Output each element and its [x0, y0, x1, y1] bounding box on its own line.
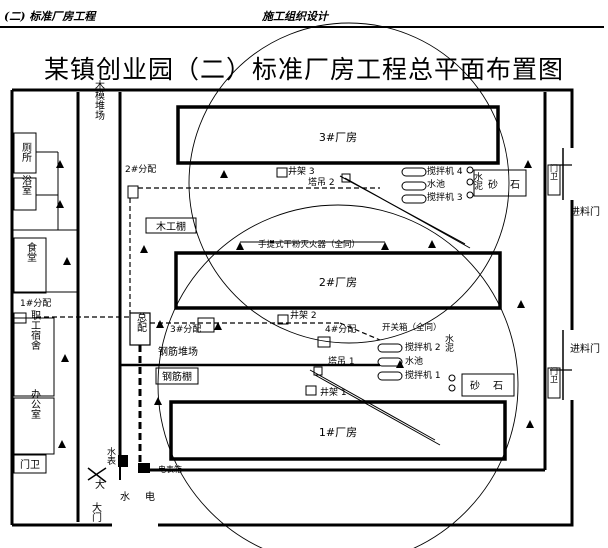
dist1-box	[13, 312, 27, 324]
canteen-room	[13, 237, 47, 294]
dist4-box	[317, 336, 331, 348]
main-dist-label: 总配	[135, 311, 147, 332]
utility-lines	[36, 187, 381, 341]
gate-r1-label: 门卫	[550, 163, 559, 180]
gate-r1-box	[547, 164, 561, 196]
switchbox-label: 开关箱（全同）	[382, 322, 442, 333]
carpentry-shed	[145, 217, 197, 234]
mixer2	[377, 343, 403, 353]
cement-b-label: 水泥	[443, 333, 454, 353]
entry1-label: 进料门	[570, 205, 600, 218]
toilet-label: 厕所	[20, 142, 32, 163]
cement-a-label: 水泥	[472, 171, 483, 191]
guard-label: 门卫	[20, 458, 40, 471]
well1-box	[305, 385, 317, 396]
mixer4	[401, 167, 427, 177]
water-meter	[118, 455, 128, 467]
mixer1-label: 搅拌机 1	[405, 369, 441, 381]
header-center: 施工组织设计	[262, 10, 328, 23]
stone-a-label: 石	[510, 180, 520, 191]
wood-yard-label: 木模堆场	[93, 80, 105, 121]
electric-label: 电	[145, 490, 155, 503]
bath-room	[13, 177, 37, 211]
crane1-label: 塔吊 1	[328, 355, 355, 367]
building-1	[169, 400, 507, 461]
water-meter-label: 水表	[105, 446, 116, 466]
office-room	[13, 397, 55, 455]
mixer2-label: 搅拌机 2	[405, 341, 441, 353]
site-boundary	[12, 88, 574, 527]
elec-meter	[138, 463, 150, 473]
rebar-yard-label: 钢筋堆场	[158, 345, 198, 358]
extinguisher-label: 手提式干粉灭火器（全同）	[258, 239, 360, 250]
building-1-label: 1#厂房	[319, 426, 357, 439]
pool-a	[401, 181, 427, 191]
dist1-label: 1#分配	[20, 298, 51, 309]
well3-box	[276, 167, 288, 178]
pool-a-label: 水池	[427, 178, 445, 190]
water-label: 水	[120, 491, 130, 503]
dist4-label: 4#分配	[325, 324, 356, 335]
dist2-label: 2#分配	[125, 164, 156, 175]
mixer3-label: 搅拌机 3	[427, 191, 463, 203]
dorm-room	[13, 317, 55, 397]
crane1-box	[313, 366, 323, 376]
extinguisher-markers	[56, 160, 534, 448]
main-gate-label: 大门	[90, 501, 102, 523]
page-title: 某镇创业园（二）标准厂房工程总平面布置图	[43, 55, 564, 84]
pool-b-label: 水池	[405, 355, 423, 367]
building-3-label: 3#厂房	[319, 131, 357, 144]
crane1-arm	[309, 369, 436, 441]
well2-box	[277, 314, 289, 325]
dist3-label: 3#分配	[170, 324, 201, 335]
office-label: 办公室	[29, 388, 41, 419]
elec-meter-label: 电表箱	[158, 464, 182, 474]
main-gate-label-1: 大	[95, 478, 105, 491]
mixer1	[377, 371, 403, 381]
entry2-label: 进料门	[570, 342, 600, 355]
header-left: (二) 标准厂房工程	[4, 10, 96, 23]
crane2-label: 塔吊 2	[308, 176, 335, 188]
rebar-shed-label: 钢筋棚	[162, 370, 192, 383]
mixer4-label: 搅拌机 4	[427, 165, 463, 177]
building-3	[176, 105, 500, 165]
canteen-label: 食堂	[25, 241, 37, 262]
stone-b-label: 石	[493, 381, 503, 392]
dist2-box	[127, 185, 139, 199]
well2-label: 井架 2	[290, 309, 317, 321]
header-rule	[0, 26, 604, 28]
carpentry-label: 木工棚	[156, 220, 186, 233]
toilet-room	[13, 132, 37, 174]
well3-label: 井架 3	[288, 165, 315, 177]
crane2-box	[341, 173, 351, 183]
guard-room	[13, 454, 47, 474]
dist3-box	[197, 317, 215, 333]
building-2-label: 2#厂房	[319, 276, 357, 289]
building-2	[174, 251, 502, 310]
mixer3	[401, 194, 427, 204]
crane2-radius-circle	[188, 22, 510, 344]
sand-b-label: 砂	[470, 379, 480, 392]
crane1-radius-circle	[157, 204, 519, 548]
page-header: (二) 标准厂房工程 施工组织设计	[0, 0, 608, 28]
gate-r2-label: 门卫	[550, 366, 559, 383]
sand-a-label: 砂	[488, 178, 498, 191]
pool-b	[377, 357, 403, 367]
rebar-shed	[155, 367, 199, 385]
bath-label: 浴室	[20, 175, 32, 195]
gate-r2-box	[547, 367, 561, 399]
dorm-label: 职工宿舍	[29, 310, 41, 351]
